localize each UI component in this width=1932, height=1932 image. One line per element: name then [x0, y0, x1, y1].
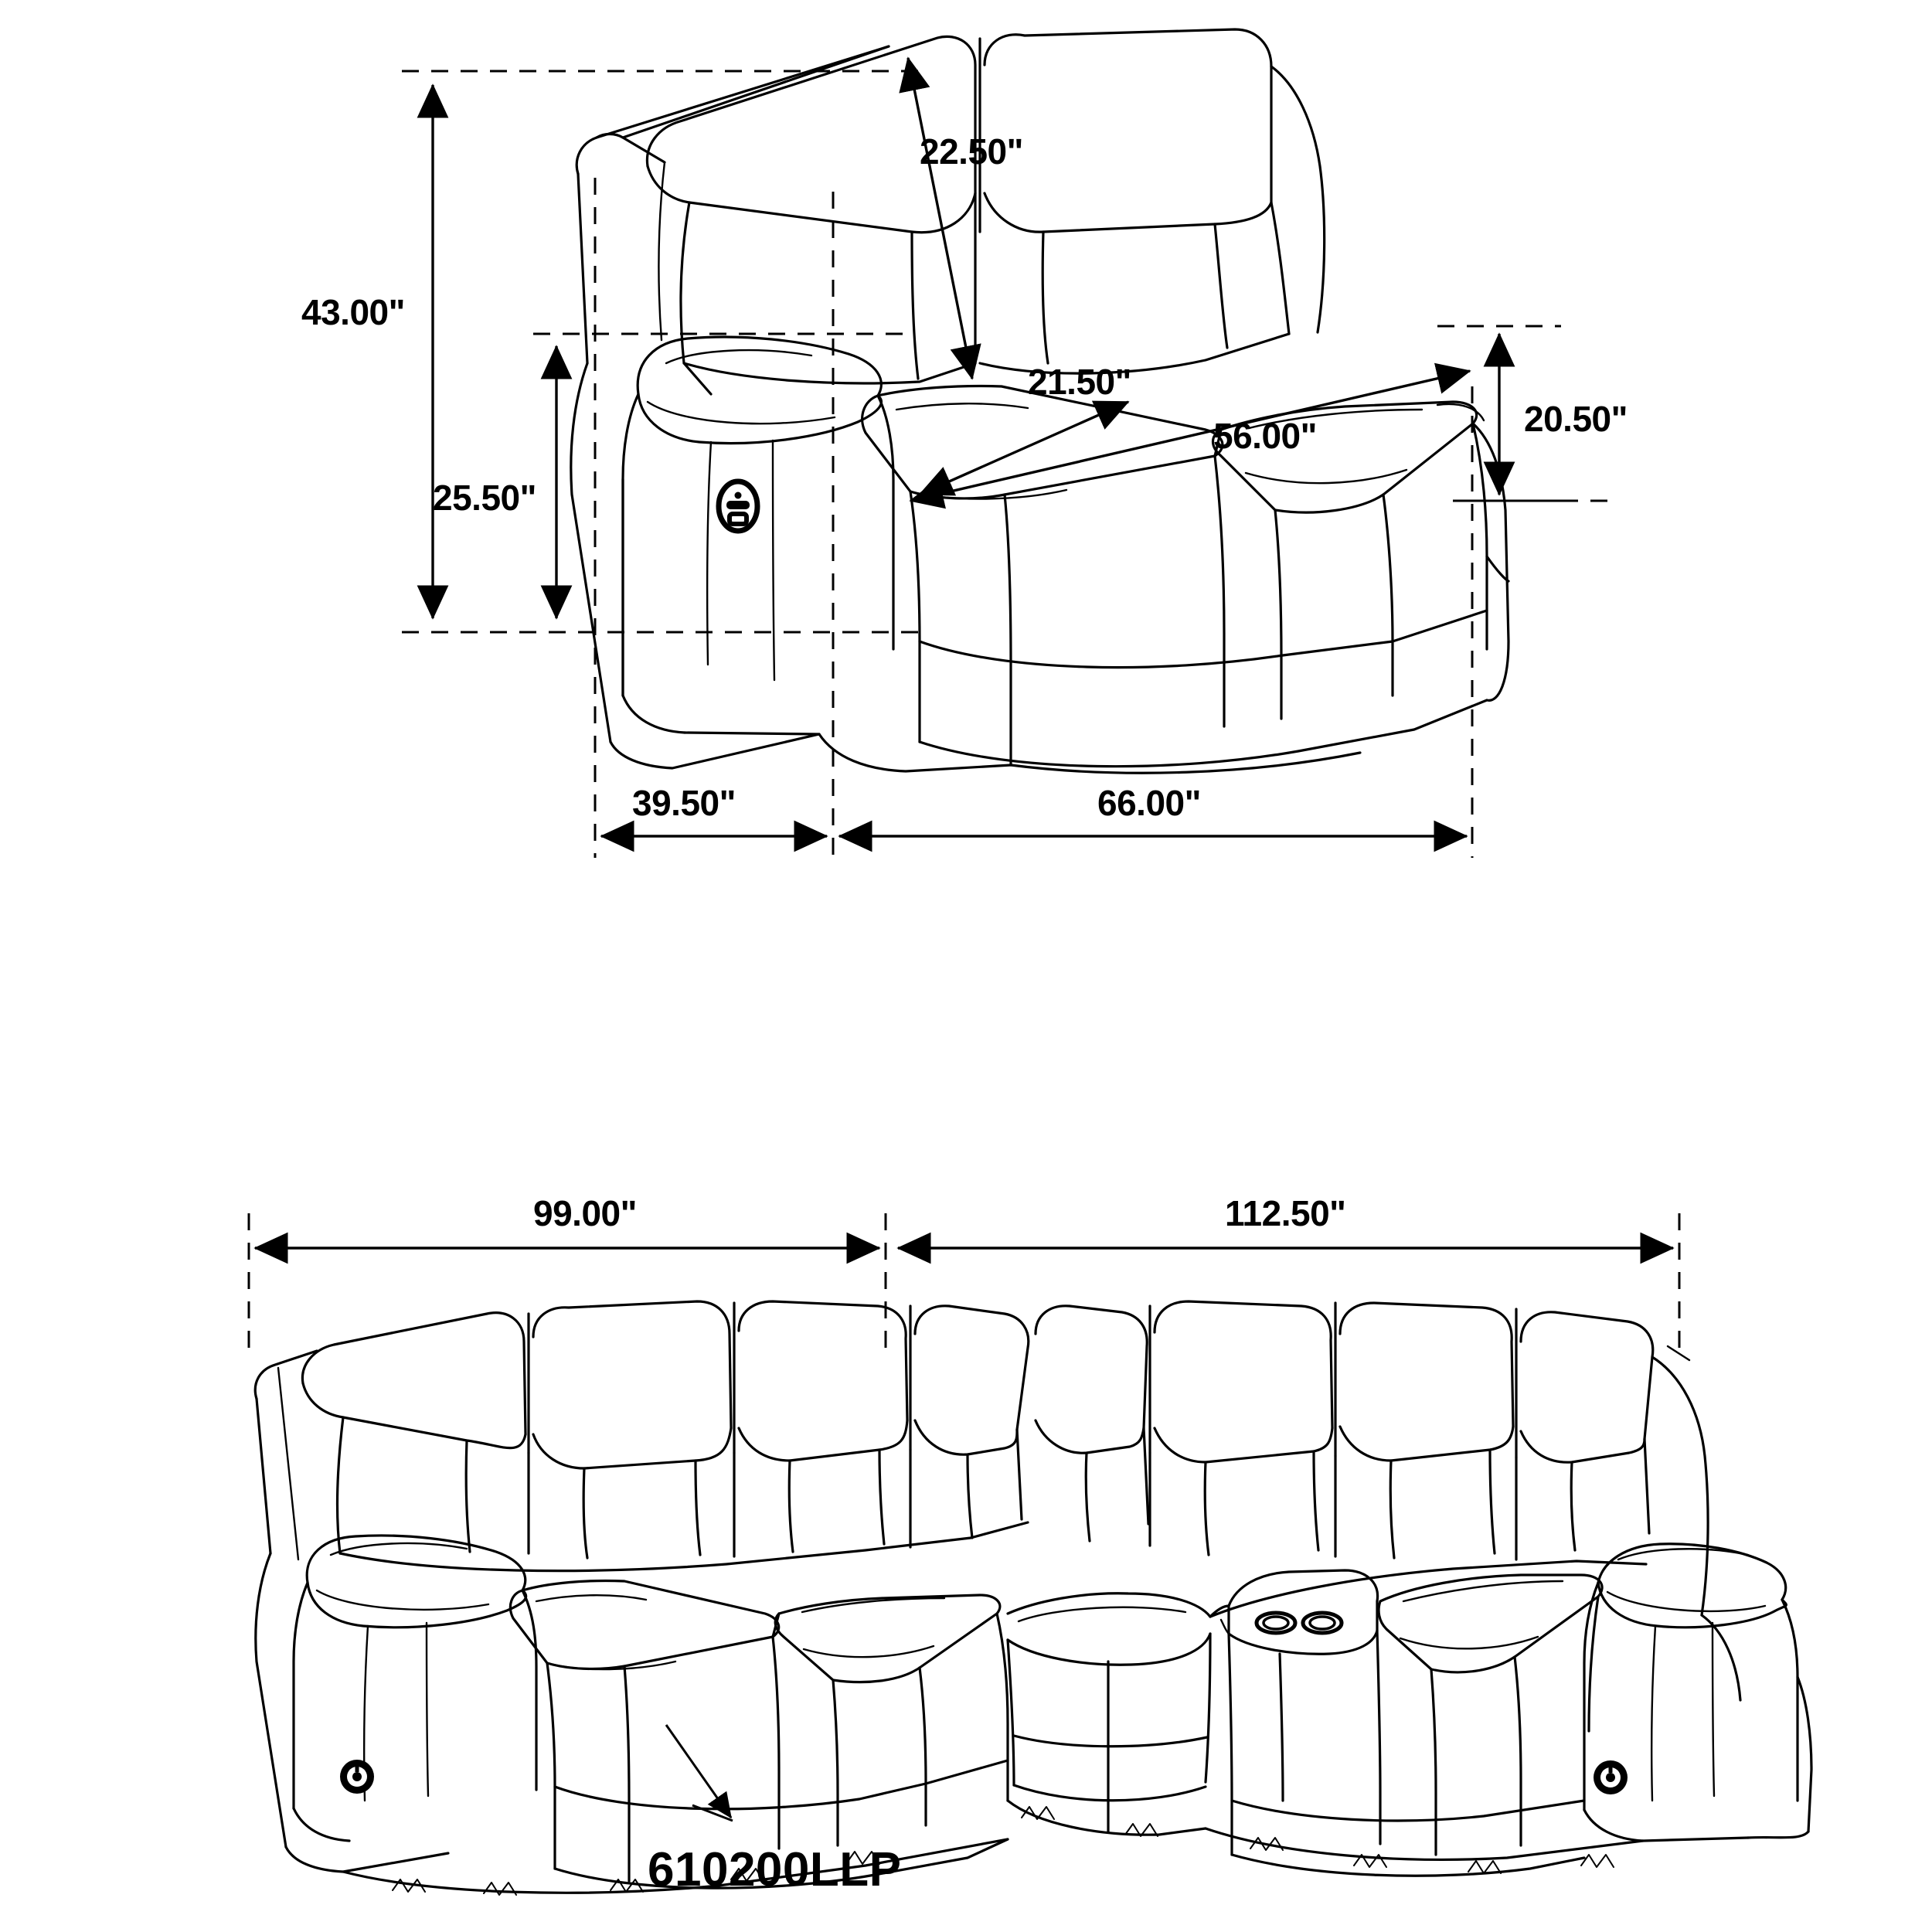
- dimension-seat-back-height: 25.50": [433, 332, 912, 620]
- dimension-label-overall-width: 66.00": [1097, 783, 1201, 823]
- dimension-seat-width: 56.00": [909, 362, 1471, 509]
- dimension-label-side-depth: 39.50": [632, 783, 736, 823]
- dimension-label-seat-width: 56.00": [1213, 416, 1317, 456]
- dimension-label-right-arm-length: 112.50": [1225, 1193, 1345, 1233]
- dimension-label-overall-height: 43.00": [301, 292, 405, 332]
- dimension-right-arm-length: 112.50": [896, 1193, 1681, 1360]
- dimension-label-back-cushion-depth: 22.50": [920, 131, 1023, 172]
- power-recline-button-icon: [716, 478, 760, 534]
- dimension-label-seat-height: 20.50": [1524, 399, 1628, 439]
- power-recline-button-icon-left: [340, 1760, 374, 1794]
- dimension-label-seat-back-height: 25.50": [433, 478, 536, 518]
- dimension-seat-height: 20.50": [1437, 325, 1628, 502]
- loveseat-figure: 43.00" 25.50" 22.50" 21.50" 56.00": [301, 28, 1628, 858]
- dimension-back-cushion-depth: 22.50": [899, 56, 1023, 380]
- dimension-label-seat-depth: 21.50": [1028, 362, 1131, 402]
- dimension-overall-width: 66.00": [838, 783, 1468, 852]
- dimension-side-depth: 39.50": [600, 783, 828, 852]
- dimension-overall-height: 43.00": [301, 70, 920, 634]
- model-callout-leader: [665, 1724, 733, 1822]
- power-recline-button-icon-right: [1594, 1760, 1628, 1794]
- model-number-label: 610200LLP: [648, 1843, 902, 1896]
- loveseat-outline: [570, 28, 1510, 774]
- dimension-left-arm-length: 99.00": [247, 1193, 887, 1360]
- sectional-outline: [253, 1300, 1813, 1896]
- sectional-figure: 99.00" 112.50": [247, 1193, 1813, 1896]
- dimension-label-left-arm-length: 99.00": [533, 1193, 637, 1233]
